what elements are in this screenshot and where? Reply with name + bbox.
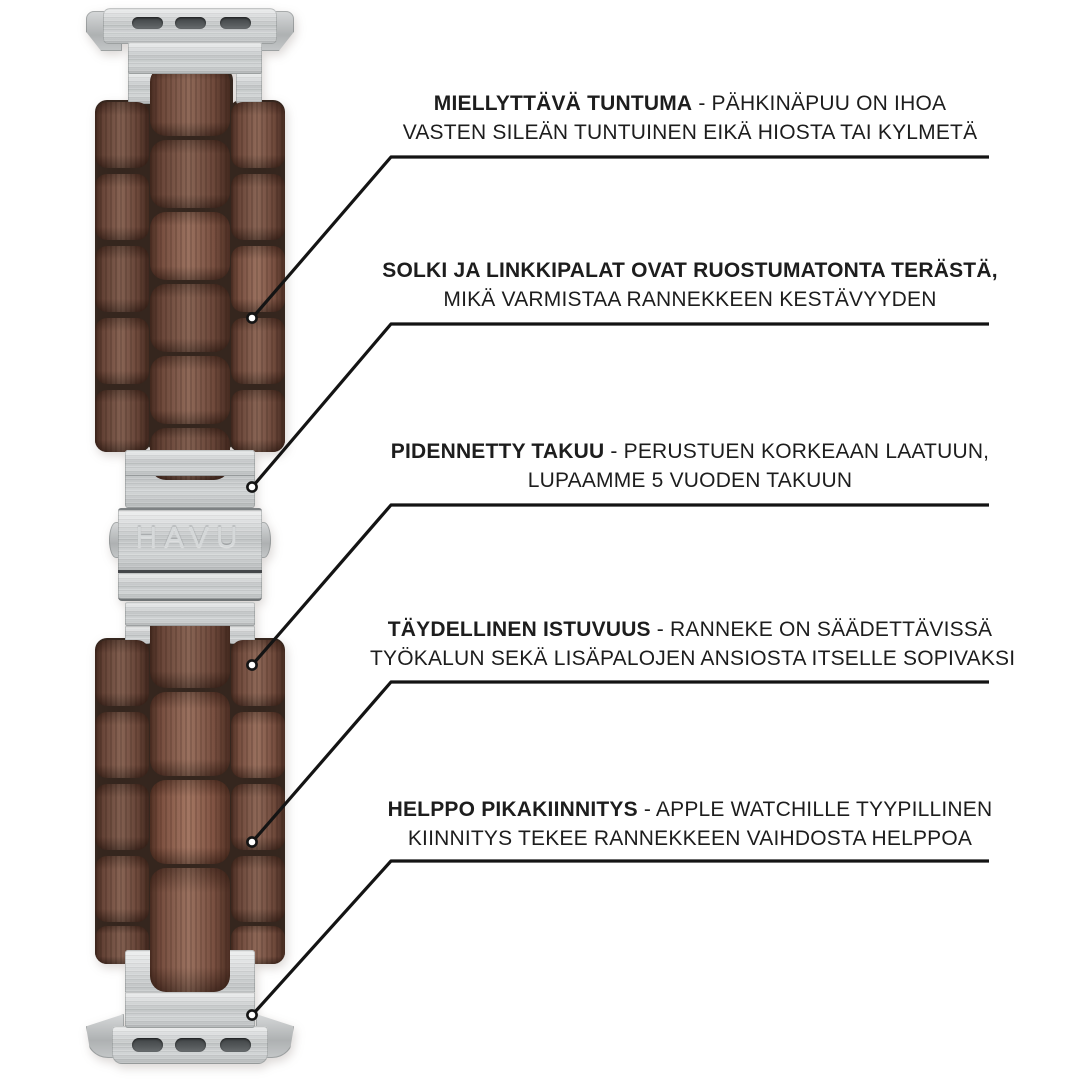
callout-heading: MIELLYTTÄVÄ TUNTUMA	[433, 92, 693, 115]
wood-link	[150, 868, 230, 992]
wood-link	[95, 856, 149, 922]
wood-link	[150, 66, 230, 136]
top-steel-link-arm-left	[128, 72, 154, 104]
callout-description: - PERUSTUEN KORKEAAN LAATUUN,	[604, 440, 990, 463]
callout-text-line: SOLKI JA LINKKIPALAT OVAT RUOSTUMATONTA …	[370, 256, 1010, 285]
callout-text-line: KIINNITYS TEKEE RANNEKKEEN VAIHDOSTA HEL…	[370, 824, 1010, 853]
adapter-slot	[132, 1038, 163, 1052]
callout-description: TYÖKALUN SEKÄ LISÄPALOJEN ANSIOSTA ITSEL…	[370, 647, 1016, 670]
wood-link	[231, 390, 285, 452]
callout-stainless-steel: SOLKI JA LINKKIPALAT OVAT RUOSTUMATONTA …	[370, 256, 1010, 314]
top-steel-link	[128, 42, 262, 74]
callout-connector-line	[246, 859, 989, 1021]
callout-description: MIKÄ VARMISTAA RANNEKKEEN KESTÄVYYDEN	[443, 288, 937, 311]
callout-description: LUPAAMME 5 VUODEN TAKUUN	[527, 469, 853, 492]
clasp-bottom-arm-left	[125, 626, 151, 644]
wood-link	[95, 640, 149, 706]
clasp-bottom-link	[125, 602, 255, 626]
watch-band: HAVU	[86, 0, 285, 1080]
callout-text-line: MIELLYTTÄVÄ TUNTUMA - PÄHKINÄPUU ON IHOA	[370, 89, 1010, 118]
bottom-steel-link-face	[125, 992, 255, 1028]
wood-link	[231, 640, 285, 706]
wood-link	[231, 174, 285, 240]
callout-text-line: MIKÄ VARMISTAA RANNEKKEEN KESTÄVYYDEN	[370, 285, 1010, 314]
callout-description: - PÄHKINÄPUU ON IHOA	[692, 92, 947, 115]
wood-link	[150, 356, 230, 424]
wood-link	[95, 712, 149, 778]
wood-link	[95, 390, 149, 452]
callout-heading: TÄYDELLINEN ISTUVUUS	[387, 618, 651, 641]
callout-pleasant-feel: MIELLYTTÄVÄ TUNTUMA - PÄHKINÄPUU ON IHOA…	[370, 89, 1010, 147]
callout-heading: SOLKI JA LINKKIPALAT OVAT RUOSTUMATONTA …	[382, 259, 998, 282]
wood-link	[231, 856, 285, 922]
callout-text-line: TÄYDELLINEN ISTUVUUS - RANNEKE ON SÄÄDET…	[370, 615, 1010, 644]
callout-heading: HELPPO PIKAKIINNITYS	[387, 798, 638, 821]
callout-text-line: LUPAAMME 5 VUODEN TAKUUN	[370, 466, 1010, 495]
clasp-lower-plate	[118, 573, 262, 601]
clasp-body	[118, 508, 262, 572]
wood-link	[231, 246, 285, 312]
top-steel-link-arm-right	[236, 72, 262, 104]
callout-heading: PIDENNETTY TAKUU	[390, 440, 605, 463]
wood-link	[150, 140, 230, 208]
clasp-divider	[118, 570, 262, 573]
wood-link	[95, 318, 149, 384]
wood-link	[231, 784, 285, 850]
wood-link	[150, 780, 230, 864]
wood-link	[150, 284, 230, 352]
wood-link	[95, 784, 149, 850]
wood-link	[150, 212, 230, 280]
adapter-slot	[220, 1038, 251, 1052]
clasp-top-bar	[125, 450, 255, 476]
adapter-slot	[175, 17, 206, 29]
wood-link	[231, 712, 285, 778]
clasp-brand-logo: HAVU	[135, 521, 245, 554]
callout-description: VASTEN SILEÄN TUNTUINEN EIKÄ HIOSTA TAI …	[402, 121, 978, 144]
adapter-slot	[175, 1038, 206, 1052]
callout-text-line: TYÖKALUN SEKÄ LISÄPALOJEN ANSIOSTA ITSEL…	[370, 644, 1015, 673]
wood-link	[95, 102, 149, 168]
callout-description: - APPLE WATCHILLE TYYPILLINEN	[637, 798, 993, 821]
callout-text-line: PIDENNETTY TAKUU - PERUSTUEN KORKEAAN LA…	[370, 437, 1010, 466]
callout-description: - RANNEKE ON SÄÄDETTÄVISSÄ	[650, 618, 993, 641]
callout-text-line: VASTEN SILEÄN TUNTUINEN EIKÄ HIOSTA TAI …	[370, 118, 1010, 147]
callout-text-line: HELPPO PIKAKIINNITYS - APPLE WATCHILLE T…	[370, 795, 1010, 824]
callout-description: KIINNITYS TEKEE RANNEKKEEN VAIHDOSTA HEL…	[407, 827, 973, 850]
wood-link	[95, 174, 149, 240]
callout-perfect-fit: TÄYDELLINEN ISTUVUUS - RANNEKE ON SÄÄDET…	[370, 615, 1015, 673]
wood-link	[150, 692, 230, 776]
callout-quick-attach: HELPPO PIKAKIINNITYS - APPLE WATCHILLE T…	[370, 795, 1010, 853]
adapter-slot	[132, 17, 163, 29]
callout-extended-warranty: PIDENNETTY TAKUU - PERUSTUEN KORKEAAN LA…	[370, 437, 1010, 495]
wood-link	[231, 318, 285, 384]
clasp-bottom-arm-right	[229, 626, 255, 644]
wood-link	[95, 246, 149, 312]
adapter-slot	[220, 17, 251, 29]
wood-link	[231, 102, 285, 168]
